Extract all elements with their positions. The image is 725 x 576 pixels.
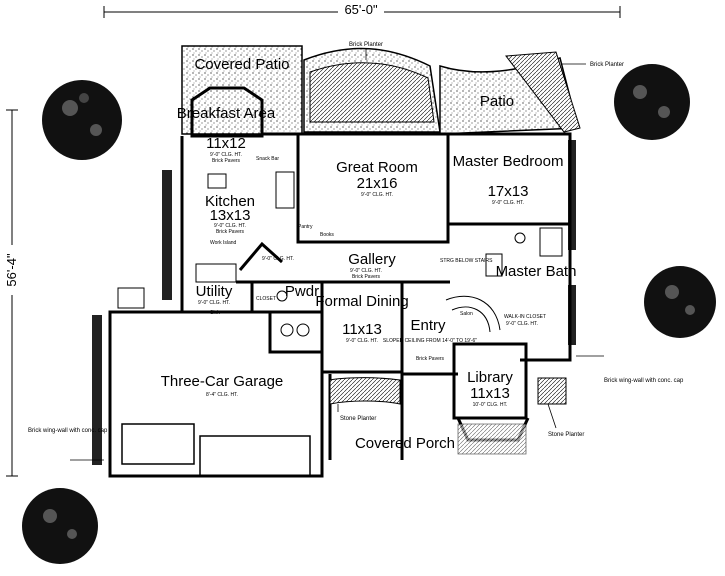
tree-mid-right [644,266,716,338]
house-walls [108,86,572,478]
walk-in-closet-label: WALK-IN CLOSET [504,314,546,320]
tree-top-right [614,64,690,140]
garage-doors [121,423,311,477]
dimension-depth-label: 56'-4" [4,253,19,287]
snack-bar-label: Snack Bar [256,156,279,162]
kitchen-ceiling: 9'-0" CLG. HT. [214,223,246,229]
gallery-ceiling: 9'-0" CLG. HT. [350,268,382,274]
wing-wall-right-label: Brick wing-wall with conc. cap [604,378,684,384]
breakfast-ceiling: 9'-0" CLG. HT. [210,152,242,158]
room-master-bath: Master Bath [496,263,577,280]
library-ceiling: 10'-0" CLG. HT. [473,402,508,408]
dimension-width-label: 65'-0" [344,2,378,17]
tree-top-left [42,80,122,160]
dimension-depth: 56'-4" [4,109,20,477]
salon-label: Salon [460,311,473,317]
master-bedroom-name: Master Bedroom [453,153,564,170]
room-breakfast: Breakfast Area 11x12 9'-0" CLG. HT. Bric… [177,105,276,164]
breakfast-floor: Brick Pavers [212,158,241,164]
brick-planter: Brick Planter [303,42,441,133]
patio-label: Patio [480,93,514,110]
walk-in-ceiling-label: 9'-0" CLG. HT. [506,321,538,327]
pantry-label: Pantry [298,224,313,230]
great-room-name: Great Room [336,159,418,176]
closet-label: CLOSET [256,296,276,302]
covered-patio-area: Covered Patio [181,45,303,135]
fixtures [117,171,563,337]
entry-floor: Brick Pavers [416,356,445,362]
entry-ceiling: SLOPED CEILING FROM 14'-0" TO 19'-6" [383,338,477,344]
garage-ceiling: 8'-4" CLG. HT. [206,392,238,398]
master-bedroom-size: 17x13 [488,183,529,200]
stone-planter-left-label: Stone Planter [340,416,376,422]
room-formal-dining: Formal Dining 11x13 9'-0" CLG. HT. [315,293,408,344]
hall-ceiling-label: 9'-0" CLG. HT. [262,256,294,262]
room-kitchen: Kitchen 13x13 9'-0" CLG. HT. Brick Paver… [205,193,255,235]
entry-name: Entry [410,317,446,334]
room-pwdr: Pwdr [285,283,319,300]
covered-porch-name: Covered Porch [355,435,455,452]
kitchen-name: Kitchen [205,193,255,210]
room-gallery: Gallery 9'-0" CLG. HT. Brick Pavers [348,251,396,280]
books-label: Books [320,232,334,238]
garage-name: Three-Car Garage [161,373,284,390]
room-entry: Entry SLOPED CEILING FROM 14'-0" TO 19'-… [383,317,477,362]
brick-planter-label: Brick Planter [349,42,383,48]
breakfast-name: Breakfast Area [177,105,276,122]
master-bath-name: Master Bath [496,263,577,280]
library-name: Library [467,369,513,386]
patio-area: Patio Brick Planter [439,51,624,135]
brick-planter-right-label: Brick Planter [590,62,624,68]
formal-dining-size: 11x13 [342,321,382,338]
utility-name: Utility [196,283,233,300]
kitchen-size: 13x13 [210,207,251,224]
library-size: 11x13 [470,385,510,402]
wing-wall-left-label: Brick wing-wall with conc. cap [28,428,108,434]
great-room-size: 21x16 [357,175,398,192]
dimension-width: 65'-0" [103,2,621,18]
formal-dining-ceiling: 9'-0" CLG. HT. [346,338,378,344]
gallery-floor: Brick Pavers [352,274,381,280]
sink-label: Sink [210,310,220,316]
formal-dining-name: Formal Dining [315,293,408,310]
pwdr-name: Pwdr [285,283,319,300]
room-library: Library 11x13 10'-0" CLG. HT. [467,369,513,408]
stone-planter-right-label: Stone Planter [548,432,584,438]
annotations: Snack Bar Work Island Pantry Books 9'-0"… [28,156,684,461]
great-room-ceiling: 9'-0" CLG. HT. [361,192,393,198]
covered-patio-label: Covered Patio [194,56,289,73]
hedge-left [92,140,576,465]
breakfast-size: 11x12 [206,135,246,152]
work-island-label: Work Island [210,240,237,246]
utility-ceiling: 9'-0" CLG. HT. [198,300,230,306]
stair-note-label: STRG BELOW STAIRS [440,258,493,264]
room-master-bedroom: Master Bedroom 17x13 9'-0" CLG. HT. [453,153,564,206]
room-garage: Three-Car Garage 8'-4" CLG. HT. [161,373,284,398]
master-bedroom-ceiling: 9'-0" CLG. HT. [492,200,524,206]
room-utility: Utility 9'-0" CLG. HT. [196,283,233,306]
room-covered-porch: Covered Porch [355,435,455,452]
kitchen-floor: Brick Pavers [216,229,245,235]
stone-planters [329,377,567,455]
gallery-name: Gallery [348,251,396,268]
room-great-room: Great Room 21x16 9'-0" CLG. HT. [336,159,418,198]
tree-bottom-left [22,488,98,564]
